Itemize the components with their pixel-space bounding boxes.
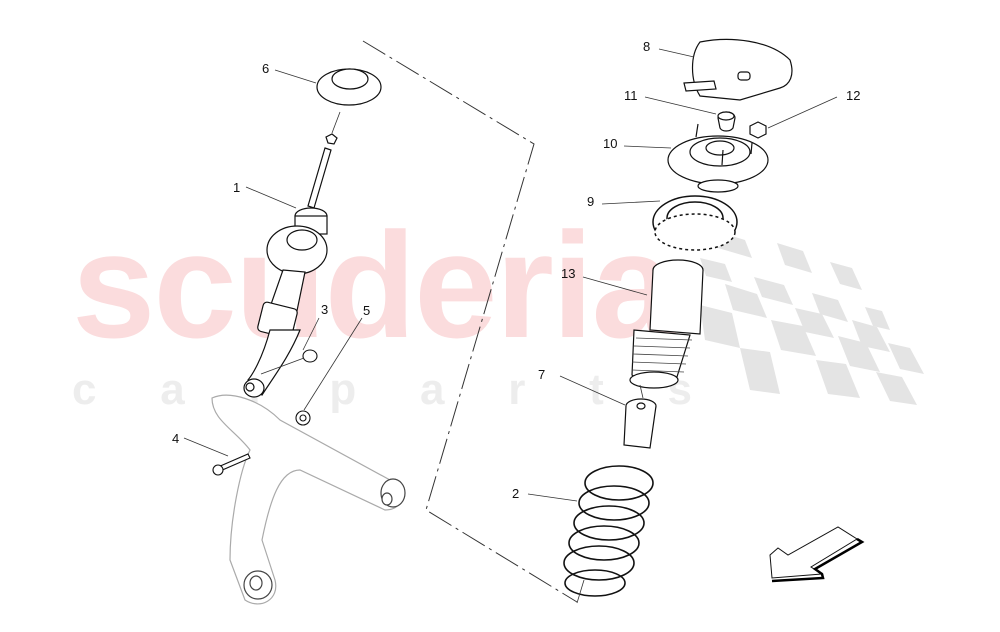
callout-9: 9 bbox=[587, 194, 595, 209]
callout-13: 13 bbox=[561, 266, 576, 281]
watermark-letter: c bbox=[72, 365, 97, 414]
watermark-letter: a bbox=[160, 365, 185, 414]
callout-6: 6 bbox=[262, 61, 270, 76]
callout-12: 12 bbox=[846, 88, 861, 103]
watermark-letter: t bbox=[589, 365, 604, 414]
callout-1: 1 bbox=[233, 180, 241, 195]
callout-11: 11 bbox=[624, 88, 638, 103]
bump-stop-part-7 bbox=[623, 384, 657, 449]
bolt-part-4 bbox=[212, 453, 251, 476]
callout-10: 10 bbox=[603, 136, 618, 151]
callout-leader-lines bbox=[183, 48, 838, 502]
nut-part-11 bbox=[717, 111, 736, 132]
spring-seat-part-9 bbox=[652, 195, 738, 251]
callout-5: 5 bbox=[363, 303, 371, 318]
callout-8: 8 bbox=[643, 39, 651, 54]
assembly-boundary-line bbox=[362, 40, 578, 603]
checkered-flag-watermark bbox=[700, 230, 924, 405]
shock-absorber bbox=[243, 68, 382, 398]
dust-boot-part-13 bbox=[629, 259, 704, 389]
coil-spring-part-2 bbox=[563, 465, 654, 604]
nut-part-12 bbox=[749, 121, 767, 139]
callout-2: 2 bbox=[512, 486, 520, 501]
nut-part-5 bbox=[295, 410, 311, 426]
watermark-letter: r bbox=[508, 365, 526, 414]
callout-4: 4 bbox=[172, 431, 180, 446]
watermark-tagline: c a r p a r t s bbox=[72, 368, 692, 412]
watermark-letter: p bbox=[329, 365, 357, 414]
callout-3: 3 bbox=[321, 302, 329, 317]
top-mount-part-10 bbox=[667, 123, 769, 193]
cover-part-8 bbox=[683, 38, 793, 101]
callout-7: 7 bbox=[538, 367, 546, 382]
orientation-arrow-icon bbox=[769, 526, 865, 583]
watermark-letter: a bbox=[419, 365, 445, 414]
watermark-brand: scuderia bbox=[72, 201, 675, 369]
bushing-part-3 bbox=[260, 349, 318, 375]
lower-control-arm bbox=[211, 394, 406, 605]
